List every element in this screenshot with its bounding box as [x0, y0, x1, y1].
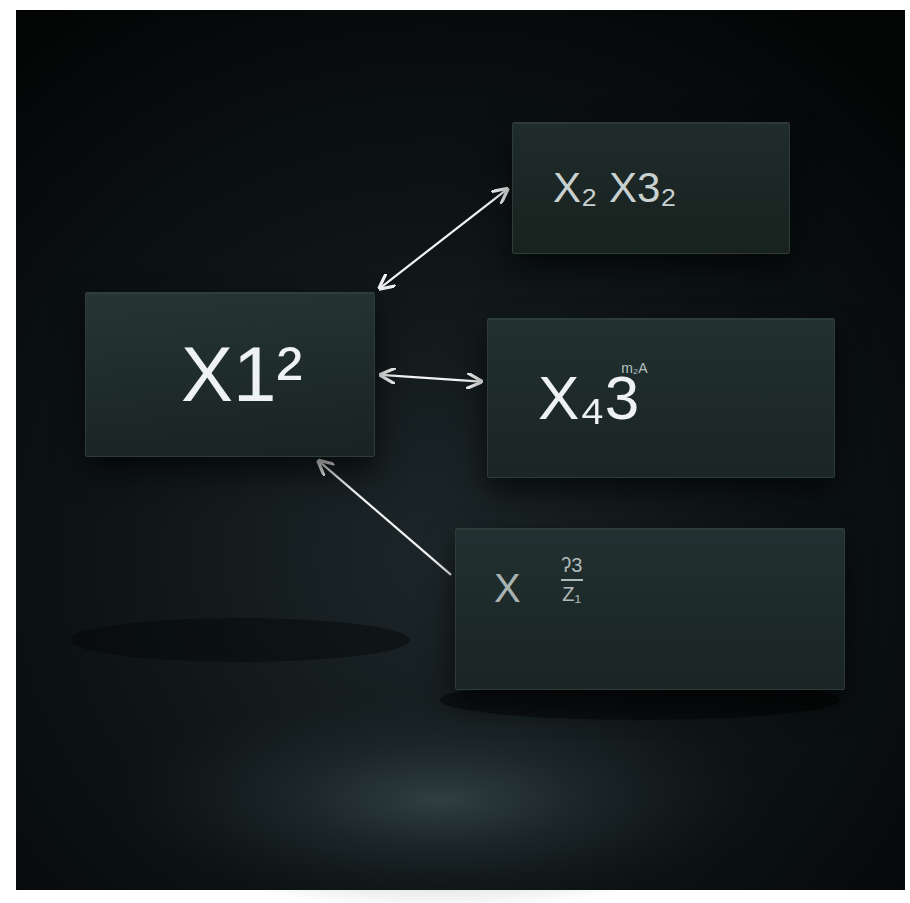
panel-shadow	[70, 618, 410, 662]
equation-panel: X1²	[85, 292, 375, 457]
annotation-text: m₂A	[621, 361, 647, 376]
fraction: ʔ3Z₁	[561, 555, 583, 605]
fraction-bar	[561, 579, 583, 581]
denominator: Z₁	[562, 584, 581, 605]
equation-panel: X₂ X3₂	[512, 122, 790, 254]
equation-text: X₂ X3₂	[553, 166, 677, 210]
numerator: ʔ3	[561, 555, 582, 576]
arrow-connector	[319, 461, 451, 574]
equation-panel: X ʔ3Z₁	[455, 528, 845, 690]
arrow-connector	[380, 189, 508, 288]
equation-symbol: X	[494, 567, 521, 609]
floor-light	[110, 690, 770, 903]
arrow-connector	[381, 375, 481, 382]
equation-text: X1²	[181, 334, 302, 416]
equation-panel: X₄3m₂A	[487, 318, 835, 478]
